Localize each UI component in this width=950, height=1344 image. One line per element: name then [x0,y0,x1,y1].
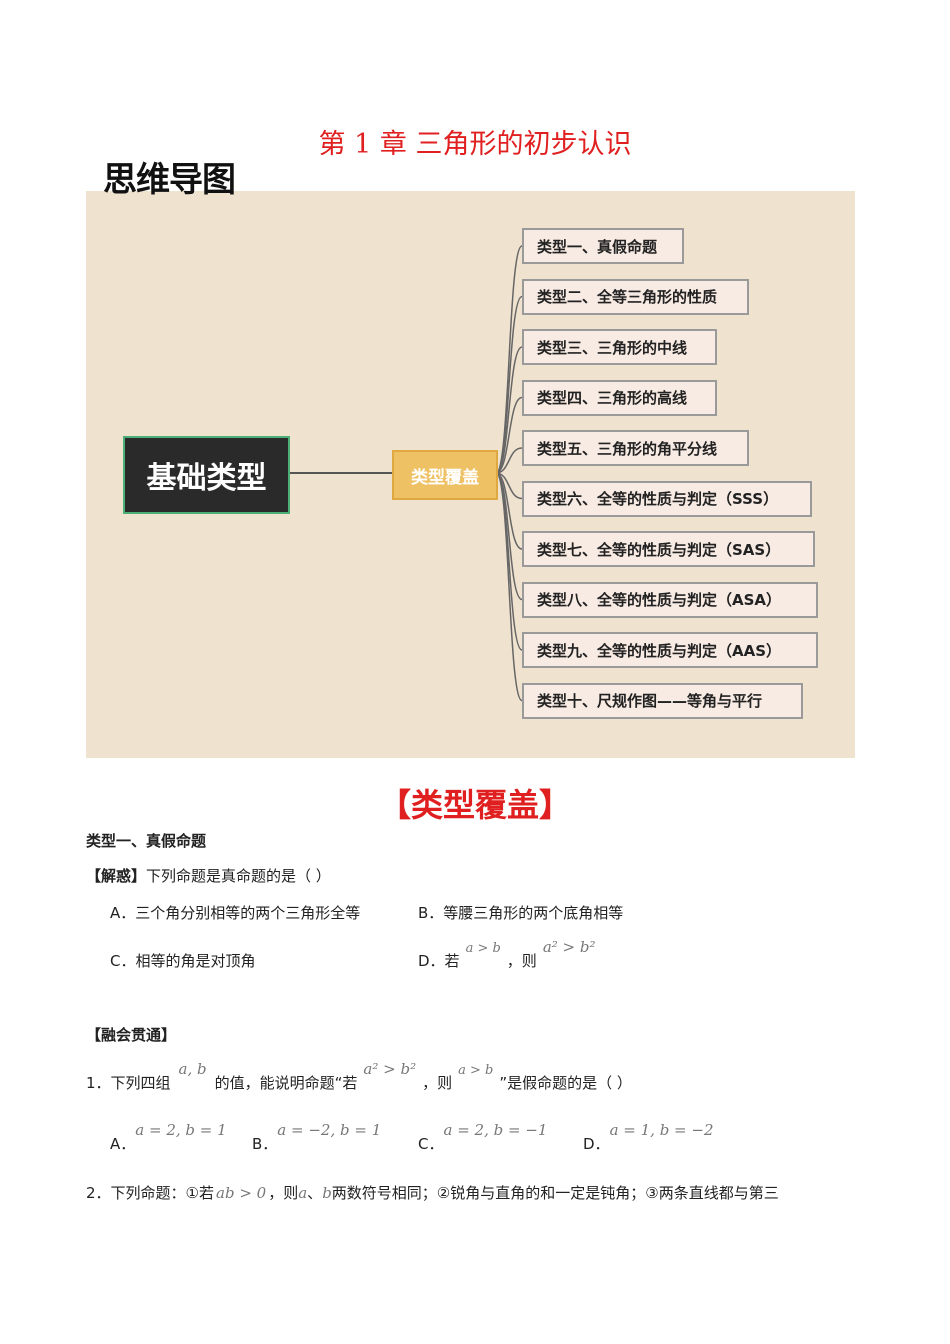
mindmap-root: 基础类型 [123,436,290,514]
chapter-title: 第 1 章 三角形的初步认识 [318,129,632,160]
q1-option-d: D．a = 1, b = −2 [583,1121,714,1153]
mindmap-leaf: 类型七、全等的性质与判定（SAS） [522,531,815,567]
type1-heading: 类型一、真假命题 [86,832,207,850]
mindmap-middle: 类型覆盖 [392,450,498,500]
mindmap-leaf: 类型四、三角形的高线 [522,379,717,416]
mindmap-branch [495,447,523,474]
question-text: 下列命题是真命题的是（ ） [146,867,331,885]
q1-option-a: A．a = 2, b = 1 [110,1121,227,1153]
section-title: 【类型覆盖】 [378,786,571,824]
option-b: B．等腰三角形的两个底角相等 [418,904,624,922]
math: a > b [465,941,501,956]
math: a² > b² [542,938,596,956]
mindmap-branch [495,472,523,702]
q1-option-c: C．a = 2, b = −1 [418,1121,548,1153]
mindmap-branch [495,396,523,474]
question-label: 【解惑】 [86,867,147,885]
mindmap-leaf: 类型一、真假命题 [522,228,684,264]
mindmap-leaf: 类型五、三角形的角平分线 [522,430,749,466]
mindmap-label: 思维导图 [103,160,236,200]
mindmap-leaf: 类型九、全等的性质与判定（AAS） [522,632,818,668]
option-d: D．若a > b，则a² > b² [418,938,596,970]
question-1: 1．下列四组a, b的值，能说明命题“若a² > b²，则a > b”是假命题的… [86,1060,632,1092]
mindmap-branch [495,295,523,474]
mindmap-leaf: 类型三、三角形的中线 [522,329,717,365]
mindmap-branch [495,472,523,651]
mindmap-leaf: 类型六、全等的性质与判定（SSS） [522,480,812,517]
mindmap-leaf: 类型十、尺规作图——等角与平行 [522,682,803,719]
option-c: C．相等的角是对顶角 [110,952,256,970]
mindmap-leaf: 类型八、全等的性质与判定（ASA） [522,581,818,618]
mindmap-connectors [290,245,523,702]
mindmap-branch [495,346,523,474]
practice-label: 【融会贯通】 [86,1026,177,1044]
option-a: A．三个角分别相等的两个三角形全等 [110,904,361,922]
question-intro: 【解惑】下列命题是真命题的是（ ） [86,865,331,886]
q1-option-b: B．a = −2, b = 1 [252,1121,382,1153]
mindmap-leaf: 类型二、全等三角形的性质 [522,278,749,315]
